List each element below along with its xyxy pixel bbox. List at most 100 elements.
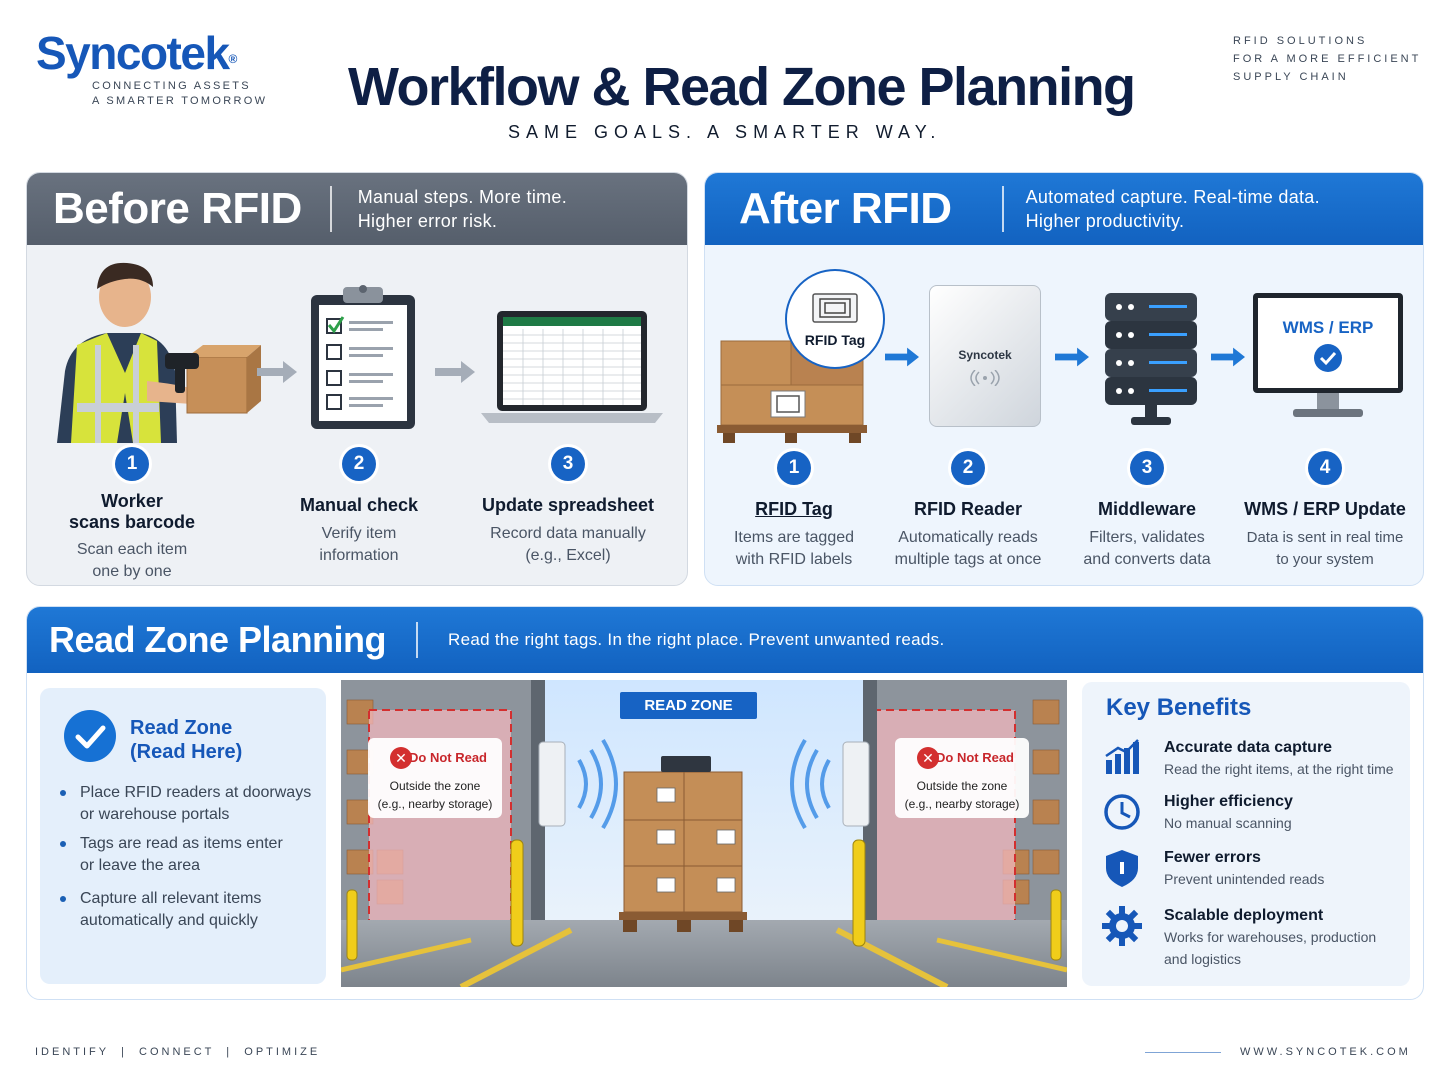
key-benefits-card: Key Benefits Accurate data capture Read …	[1082, 682, 1410, 986]
footer-website-link[interactable]: WWW.SYNCOTEK.COM	[1240, 1046, 1411, 1058]
rfid-reader-device: Syncotek	[929, 285, 1041, 427]
do-not-read-description: Outside the zone(e.g., nearby storage)	[904, 779, 1020, 811]
brand-logo: Syncotek® CONNECTING ASSETS A SMARTER TO…	[36, 28, 276, 109]
read-zone-info-card: Read Zone (Read Here) Place RFID readers…	[40, 688, 326, 984]
header-divider	[416, 622, 419, 658]
benefit-name: Fewer errors	[1164, 849, 1261, 866]
arrow-right-icon	[435, 361, 475, 383]
before-rfid-header: Before RFID Manual steps. More time. Hig…	[27, 173, 687, 245]
after-rfid-subtitle: Automated capture. Real-time data. Highe…	[1026, 185, 1320, 233]
read-zone-header: Read Zone Planning Read the right tags. …	[27, 607, 1423, 673]
after-rfid-panel: After RFID Automated capture. Real-time …	[704, 172, 1424, 586]
clipboard-checklist-icon	[311, 285, 415, 429]
step-title: Update spreadsheet	[481, 495, 655, 515]
benefit-item: Scalable deployment Works for warehouses…	[1100, 906, 1400, 970]
step-number: 3	[551, 447, 585, 481]
header-divider	[329, 186, 332, 232]
footer-divider	[1145, 1052, 1221, 1053]
step-number: 3	[1130, 451, 1164, 485]
benefit-item: Fewer errors Prevent unintended reads	[1100, 848, 1400, 890]
step-number: 2	[951, 451, 985, 485]
key-benefits-title: Key Benefits	[1106, 694, 1252, 721]
page-subtitle: SAME GOALS. A SMARTER WAY.	[508, 122, 942, 142]
after-rfid-header: After RFID Automated capture. Real-time …	[705, 173, 1423, 245]
arrow-right-icon	[1211, 347, 1245, 367]
checkmark-circle-icon	[1314, 344, 1342, 372]
benefit-item: Accurate data capture Read the right ite…	[1100, 738, 1400, 780]
benefit-name: Accurate data capture	[1164, 739, 1333, 756]
top-right-line-2: FOR A MORE EFFICIENT	[1233, 53, 1422, 65]
before-sub-line-2: Higher error risk.	[357, 211, 498, 231]
rfid-tag-bubble-label: RFID Tag	[804, 332, 866, 348]
page-title: Workflow & Read Zone Planning	[348, 57, 1136, 117]
close-icon: ✕	[917, 747, 939, 769]
step-title: RFID Reader	[913, 499, 1023, 519]
arrow-right-icon	[885, 347, 919, 367]
benefit-description: Read the right items, at the right time	[1164, 761, 1394, 777]
do-not-read-label: Do Not Read	[936, 750, 1014, 765]
middleware-server-icon	[1105, 293, 1197, 425]
reader-brand-label: Syncotek	[958, 348, 1012, 362]
wms-erp-monitor: WMS / ERP	[1253, 293, 1403, 393]
top-right-tagline: RFID SOLUTIONS FOR A MORE EFFICIENT SUPP…	[1233, 32, 1421, 86]
read-zone-subtitle: Read the right tags. In the right place.…	[448, 630, 945, 649]
do-not-read-description: Outside the zone(e.g., nearby storage)	[377, 779, 493, 811]
before-step-3: 3 Update spreadsheet Record data manuall…	[473, 447, 663, 567]
benefit-item: Higher efficiency No manual scanning	[1100, 792, 1400, 834]
laptop-spreadsheet-icon	[481, 311, 663, 423]
close-icon: ✕	[390, 747, 412, 769]
after-sub-line-2: Higher productivity.	[1025, 211, 1185, 231]
step-title: Manual check	[299, 495, 419, 515]
clock-icon	[1104, 794, 1140, 830]
registered-mark: ®	[228, 52, 238, 66]
worker-scanning-icon	[57, 262, 261, 443]
after-step-4: 4 WMS / ERP Update Data is sent in real …	[1235, 451, 1415, 571]
step-title: WMS / ERP Update	[1244, 499, 1406, 519]
monitor-stand	[1317, 393, 1339, 409]
arrow-right-icon	[257, 361, 297, 383]
shield-icon	[1106, 850, 1138, 887]
arrow-right-icon	[1055, 347, 1089, 367]
step-number: 1	[777, 451, 811, 485]
rfid-tag-bubble: RFID Tag	[785, 269, 885, 369]
step-number: 4	[1308, 451, 1342, 485]
before-sub-line-1: Manual steps. More time.	[357, 187, 568, 207]
before-rfid-panel: Before RFID Manual steps. More time. Hig…	[26, 172, 688, 586]
after-sub-line-1: Automated capture. Real-time data.	[1025, 187, 1320, 207]
do-not-read-card-right: ✕ Do Not Read Outside the zone(e.g., nea…	[895, 738, 1029, 818]
step-title: Middleware	[1097, 499, 1197, 519]
rfid-tag-icon	[812, 293, 858, 323]
top-right-line-3: SUPPLY CHAIN	[1233, 71, 1349, 83]
monitor-label: WMS / ERP	[1282, 318, 1374, 337]
read-zone-title: Read Zone Planning	[49, 619, 387, 660]
footer-tagline: IDENTIFY | CONNECT | OPTIMIZE	[35, 1046, 321, 1058]
step-title: RFID Tag	[755, 499, 833, 519]
monitor-base	[1293, 409, 1363, 417]
header-divider	[1001, 186, 1004, 232]
top-right-line-1: RFID SOLUTIONS	[1233, 35, 1368, 47]
before-rfid-title: Before RFID	[53, 184, 302, 233]
benefit-description: Prevent unintended reads	[1164, 871, 1325, 887]
after-rfid-title: After RFID	[739, 184, 952, 233]
warehouse-dock-scene	[341, 680, 1067, 987]
do-not-read-label: Do Not Read	[409, 750, 487, 765]
read-zone-badge: READ ZONE	[620, 692, 757, 719]
step-number: 2	[342, 447, 376, 481]
gear-icon	[1102, 906, 1142, 946]
chart-icon	[1105, 739, 1139, 774]
